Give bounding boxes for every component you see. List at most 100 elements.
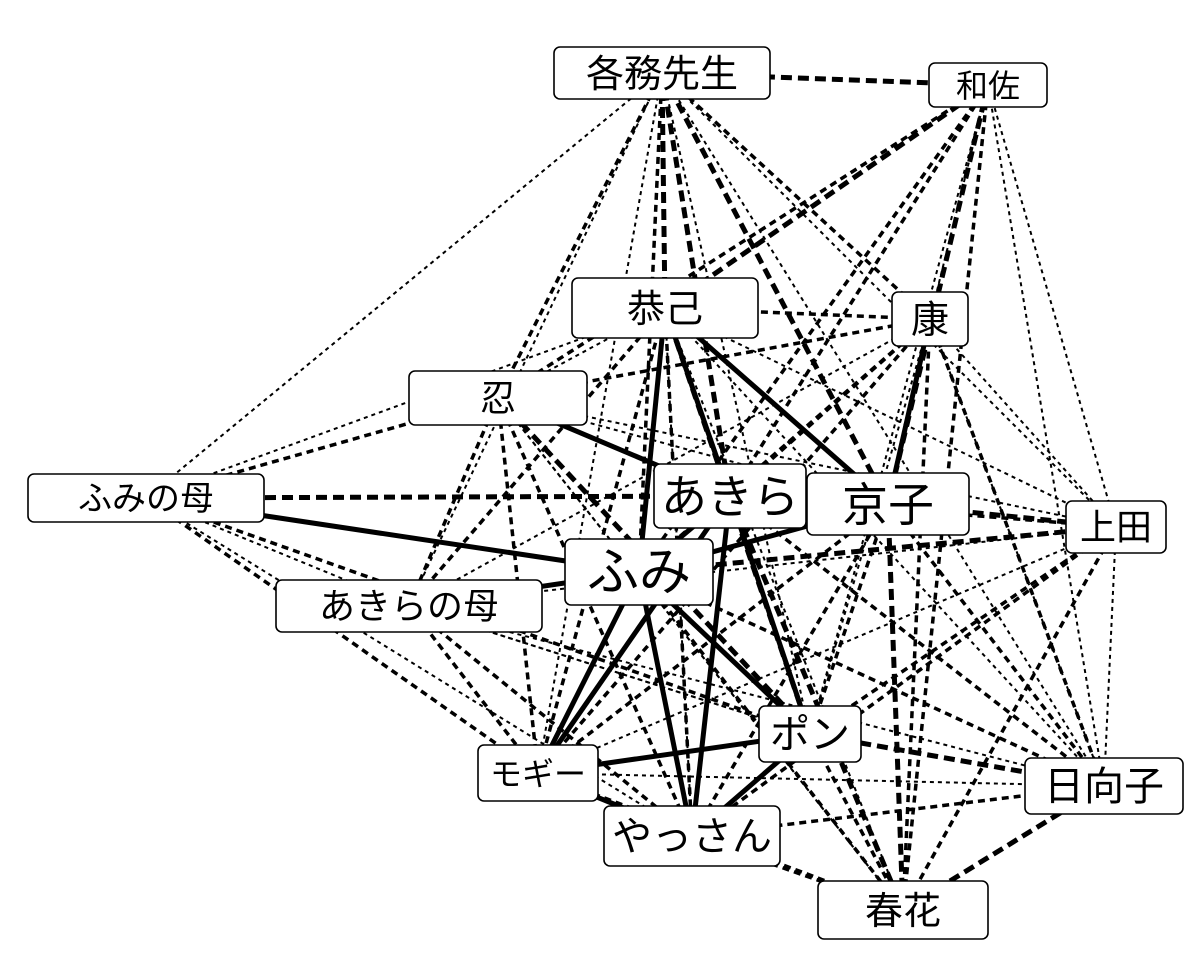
node-box — [758, 705, 862, 763]
edge-hinako-akira — [728, 494, 1106, 788]
node-hinako: 日向子 — [1024, 757, 1184, 815]
edge-akira_haha-yassan — [407, 604, 694, 838]
edge-akira-haruka — [727, 495, 906, 911]
edge-kakumu-yasushi — [660, 71, 932, 321]
edge-shinobu-ueda — [497, 397, 1117, 528]
edge-wasa-yasushi — [929, 84, 989, 320]
node-fumi: ふみ — [564, 538, 714, 606]
node-label: 忍 — [480, 379, 516, 420]
edge-akira_haha-ueda — [408, 526, 1117, 607]
edge-fumi_haha-yassan — [145, 497, 693, 837]
node-label: ポン — [770, 712, 850, 758]
node-label: 恭己 — [627, 287, 703, 331]
edge-yasushi-akira_haha — [408, 318, 931, 607]
node-kyoki: 恭己 — [571, 277, 759, 339]
edge-kyoki-yasushi — [664, 306, 931, 321]
node-box — [275, 579, 543, 633]
node-box — [817, 880, 989, 940]
node-fumi_haha: ふみの母 — [27, 473, 265, 523]
node-box — [806, 472, 970, 536]
node-label: あきら — [661, 470, 799, 524]
edge-mogi-hinako — [537, 772, 1105, 787]
node-label: 康 — [911, 298, 949, 342]
edge-haruka-shinobu — [497, 397, 904, 911]
edge-kakumu-kyoki — [659, 72, 668, 309]
edge-kakumu-shinobu — [496, 72, 664, 399]
node-mogi: モギー — [477, 744, 599, 802]
node-layer: 各務先生 和佐恭己 康忍ふみの母 あきら京子上田ふみあきらの母ポンモギー 日向子やっさん… — [27, 46, 1184, 940]
node-kakumu: 各務先生 — [553, 46, 771, 100]
edge-wasa-hinako — [987, 84, 1105, 787]
edge-wasa-ueda — [987, 84, 1117, 528]
node-box — [1065, 500, 1167, 554]
node-label: やっさん — [612, 814, 772, 860]
edge-shinobu-haruka — [497, 397, 904, 911]
edge-kakumu-kyoko — [659, 71, 891, 506]
edge-kyoko-pon — [808, 503, 890, 735]
node-akira_haha: あきらの母 — [275, 579, 543, 633]
edge-yasushi-fumi — [637, 317, 932, 574]
edge-pon-akira_haha — [408, 605, 811, 735]
node-box — [653, 463, 807, 529]
edge-mogi-ueda — [537, 526, 1117, 774]
node-label: あきらの母 — [319, 587, 499, 628]
edge-hinako-yassan — [691, 784, 1105, 838]
edge-hinako-fumi — [638, 570, 1105, 788]
edge-haruka-kyoki — [664, 307, 904, 911]
node-haruka: 春花 — [817, 880, 989, 940]
node-ueda: 上田 — [1065, 500, 1167, 554]
node-pon: ポン — [758, 705, 862, 763]
node-label: モギー — [490, 755, 586, 793]
edge-kakumu-mogi — [537, 72, 663, 774]
edge-akira-yassan — [689, 495, 733, 837]
edge-kakumu-hinako — [661, 72, 1105, 787]
node-box — [571, 277, 759, 339]
edge-kyoki-fumi — [636, 307, 668, 573]
edge-akira_haha-kyoki — [407, 306, 667, 608]
edge-kyoko-haruka — [885, 503, 906, 911]
edge-kakumu-akira_haha — [408, 72, 663, 607]
node-akira: あきら — [653, 463, 807, 529]
edge-fumi_haha-mogi — [144, 496, 540, 775]
edge-ueda-pon — [809, 525, 1117, 736]
edge-shinobu-akira_haha — [407, 397, 500, 607]
edge-ueda-kyoki — [664, 307, 1117, 528]
edge-ueda-haruka — [901, 526, 1118, 911]
node-wasa: 和佐 — [928, 62, 1048, 108]
node-label: 和佐 — [956, 67, 1020, 105]
edge-kyoko-yassan — [690, 503, 890, 837]
node-yasushi: 康 — [891, 291, 969, 347]
edge-haruka-yasushi — [901, 318, 932, 911]
node-label: 京子 — [842, 478, 934, 532]
node-box — [891, 291, 969, 347]
edge-wasa-fumi — [637, 83, 990, 574]
node-shinobu: 忍 — [408, 370, 588, 426]
node-box — [564, 538, 714, 606]
node-kyoko: 京子 — [806, 472, 970, 536]
edge-wasa-shinobu — [497, 83, 989, 400]
node-box — [553, 46, 771, 100]
edge-shinobu-yassan — [496, 397, 694, 837]
edge-wasa-kyoki — [663, 82, 990, 311]
edge-yasushi-mogi — [536, 317, 932, 775]
edge-ueda-yassan — [690, 525, 1118, 838]
node-label: 春花 — [865, 889, 941, 933]
edge-shinobu-mogi — [496, 397, 540, 774]
node-box — [27, 473, 265, 523]
node-box — [928, 62, 1048, 108]
edge-yasushi-ueda — [929, 318, 1117, 528]
edge-fumi_haha-akira — [145, 493, 731, 501]
node-label: ふみの母 — [78, 479, 214, 519]
edge-wasa-pon — [809, 84, 989, 735]
edge-layer — [144, 70, 1118, 913]
edge-wasa-kyoko — [885, 84, 991, 505]
node-box — [408, 370, 588, 426]
node-label: 各務先生 — [586, 52, 738, 96]
node-label: ふみ — [587, 543, 691, 603]
node-box — [603, 805, 781, 867]
edge-pon-haruka — [808, 733, 905, 911]
node-box — [1024, 757, 1184, 815]
node-label: 上田 — [1080, 508, 1152, 549]
edge-wasa-akira — [728, 84, 990, 497]
